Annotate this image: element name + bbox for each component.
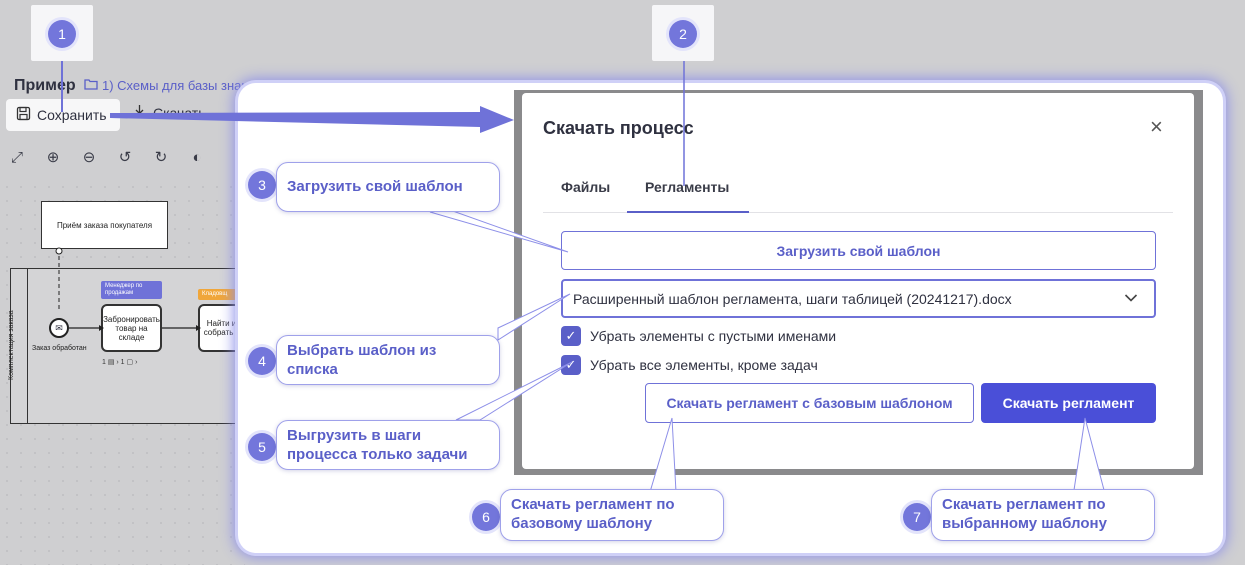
task-box[interactable]: Найти и собрать т bbox=[198, 304, 245, 352]
save-button-label: Сохранить bbox=[37, 107, 107, 123]
check-icon[interactable]: ✓ bbox=[561, 355, 581, 375]
dialog-title: Скачать процесс bbox=[543, 118, 694, 138]
page-title: Пример bbox=[14, 77, 76, 94]
zoom-out-icon[interactable]: ⊖ bbox=[82, 149, 96, 166]
template-select[interactable]: Расширенный шаблон регламента, шаги табл… bbox=[561, 279, 1156, 318]
upload-template-button[interactable]: Загрузить свой шаблон bbox=[561, 231, 1156, 270]
palette-icon[interactable]: ◐ bbox=[192, 148, 202, 166]
chevron-down-icon bbox=[1124, 290, 1138, 306]
callout-number: 3 bbox=[248, 171, 276, 199]
tab-files[interactable]: Файлы bbox=[561, 179, 611, 195]
download-base-template-button[interactable]: Скачать регламент с базовым шаблоном bbox=[645, 383, 974, 423]
callout-number: 2 bbox=[669, 20, 697, 48]
breadcrumb[interactable]: 1) Схемы для базы знан bbox=[84, 78, 249, 93]
callout-text: Выгрузить в шаги процесса только задачи bbox=[276, 420, 500, 470]
checkbox-only-tasks[interactable]: ✓ Убрать все элементы, кроме задач bbox=[561, 355, 818, 375]
active-tab-indicator bbox=[627, 211, 749, 213]
tab-reglaments[interactable]: Регламенты bbox=[645, 179, 730, 195]
task-box[interactable]: Забронировать товар на складе bbox=[101, 304, 162, 352]
diagram-connectors bbox=[55, 247, 201, 331]
task-counters: 1 ▤ › 1 ▢ › bbox=[102, 359, 138, 366]
download-reglament-button[interactable]: Скачать регламент bbox=[981, 383, 1156, 423]
save-icon bbox=[16, 106, 31, 124]
callout-number: 1 bbox=[48, 20, 76, 48]
role-badge: Менеджер по продажам bbox=[101, 281, 162, 300]
callout-text: Выбрать шаблон из списка bbox=[276, 335, 500, 385]
zoom-in-icon[interactable]: ⊕ bbox=[46, 149, 60, 166]
callout-number: 5 bbox=[248, 433, 276, 461]
callout-number: 4 bbox=[248, 347, 276, 375]
role-badge: Кладовщ bbox=[198, 289, 245, 301]
callout-number: 7 bbox=[903, 503, 931, 531]
checkbox-label: Убрать элементы с пустыми именами bbox=[590, 328, 837, 344]
start-task[interactable]: Приём заказа покупателя bbox=[41, 201, 168, 249]
callout-text: Загрузить свой шаблон bbox=[276, 162, 500, 212]
callout-number: 6 bbox=[472, 503, 500, 531]
pool-lane bbox=[10, 268, 28, 424]
callout-text: Скачать регламент по базовому шаблону bbox=[500, 489, 724, 541]
callout-text: Скачать регламент по выбранному шаблону bbox=[931, 489, 1155, 541]
expand-icon[interactable]: ⤢ bbox=[10, 148, 23, 166]
breadcrumb-label: 1) Схемы для базы знан bbox=[102, 78, 249, 93]
diagram-toolbar: ⤢ ⊕ ⊖ ↺ ↻ ◐ bbox=[6, 148, 208, 167]
undo-icon[interactable]: ↺ bbox=[118, 149, 132, 166]
checkbox-empty-names[interactable]: ✓ Убрать элементы с пустыми именами bbox=[561, 326, 836, 346]
folder-icon bbox=[84, 78, 98, 93]
check-icon[interactable]: ✓ bbox=[561, 326, 581, 346]
template-select-value: Расширенный шаблон регламента, шаги табл… bbox=[573, 290, 1012, 307]
checkbox-label: Убрать все элементы, кроме задач bbox=[590, 357, 818, 373]
close-icon[interactable]: × bbox=[1150, 114, 1163, 139]
envelope-icon[interactable]: ✉ bbox=[49, 318, 69, 338]
redo-icon[interactable]: ↻ bbox=[154, 149, 168, 166]
tab-divider bbox=[543, 212, 1173, 213]
event-label: Заказ обработан bbox=[32, 345, 87, 352]
